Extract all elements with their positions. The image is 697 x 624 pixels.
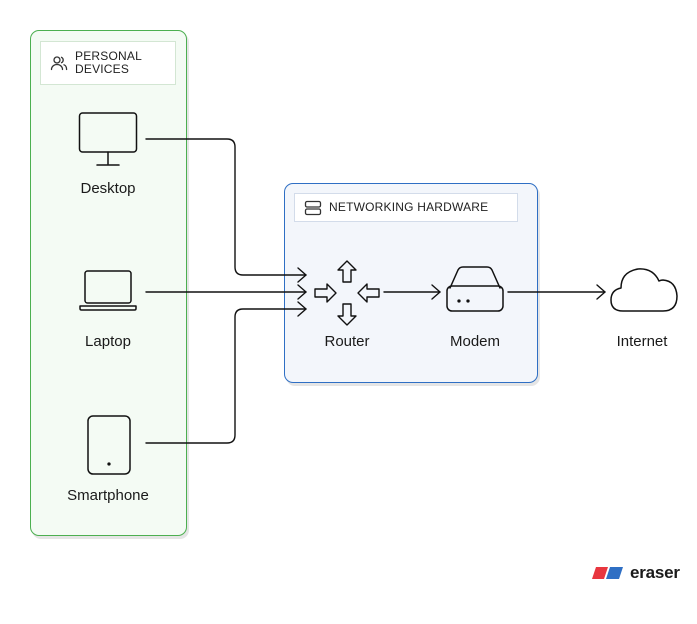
personal-devices-label: PERSONAL DEVICES	[40, 41, 176, 85]
router-icon[interactable]	[312, 258, 382, 328]
smartphone-label: Smartphone	[67, 487, 149, 504]
server-icon	[304, 200, 322, 215]
monitor-icon[interactable]	[78, 110, 138, 170]
router-label: Router	[324, 333, 370, 350]
modem-icon[interactable]	[444, 264, 506, 314]
eraser-brand: eraser	[592, 563, 680, 583]
modem-label: Modem	[449, 333, 501, 350]
edge-smartphone-router[interactable]	[145, 308, 307, 444]
personal-devices-group[interactable]	[30, 30, 187, 536]
laptop-icon[interactable]	[78, 268, 138, 312]
eraser-brand-text: eraser	[630, 563, 680, 582]
networking-hardware-title: NETWORKING HARDWARE	[329, 200, 489, 214]
personal-devices-title: PERSONAL DEVICES	[75, 49, 142, 76]
desktop-label: Desktop	[80, 180, 136, 197]
cloud-icon[interactable]	[608, 264, 680, 316]
edge-desktop-router[interactable]	[145, 138, 307, 276]
laptop-label: Laptop	[85, 333, 131, 350]
arrowhead-smartphone	[297, 301, 307, 317]
internet-label: Internet	[616, 333, 668, 350]
networking-hardware-label: NETWORKING HARDWARE	[294, 193, 518, 222]
smartphone-icon[interactable]	[86, 414, 132, 476]
eraser-logo-icon	[592, 567, 623, 579]
arrowhead-internet	[596, 284, 606, 300]
arrowhead-modem	[431, 284, 441, 300]
arrowhead-laptop	[297, 284, 307, 300]
users-icon	[50, 56, 68, 71]
arrowhead-desktop	[297, 267, 307, 283]
